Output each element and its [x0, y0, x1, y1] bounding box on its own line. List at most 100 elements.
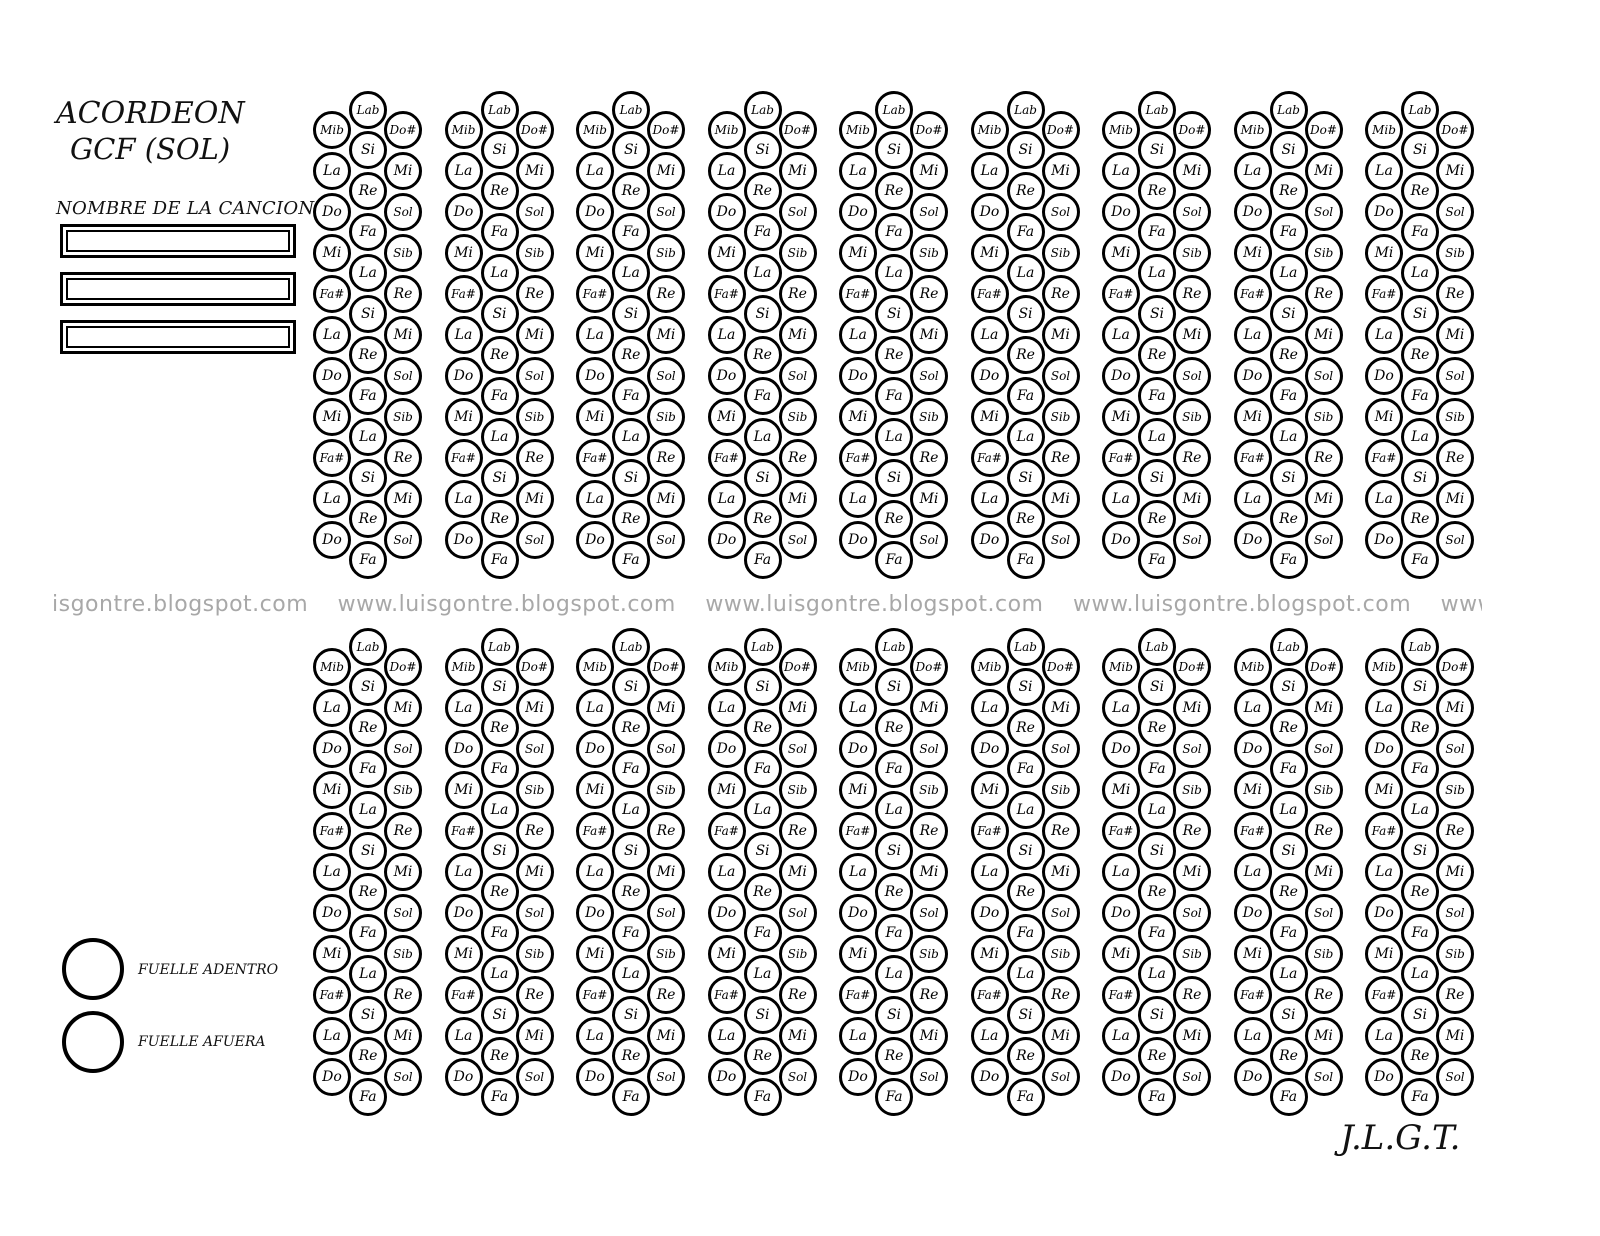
button-do[interactable]: Do [707, 357, 746, 395]
button-re[interactable]: Re [778, 275, 817, 313]
button-la[interactable]: La [1365, 689, 1403, 727]
button-fa[interactable]: Fa [612, 914, 650, 952]
button-do[interactable]: Do [1233, 1058, 1272, 1096]
button-la[interactable]: La [875, 418, 913, 456]
button-mib[interactable]: Mib [444, 648, 483, 686]
button-sol[interactable]: Sol [910, 730, 948, 768]
button-mi[interactable]: Mi [1436, 152, 1474, 190]
button-re[interactable]: Re [910, 439, 948, 477]
button-sol[interactable]: Sol [384, 193, 422, 231]
button-mi[interactable]: Mi [1304, 316, 1343, 354]
button-do[interactable]: Do [313, 894, 351, 932]
button-sol[interactable]: Sol [647, 1058, 685, 1096]
button-sib[interactable]: Sib [1041, 935, 1080, 973]
button-sol[interactable]: Sol [778, 1058, 817, 1096]
button-fa[interactable]: Fa [612, 750, 650, 788]
button-fa[interactable]: Fa [875, 914, 913, 952]
button-sib[interactable]: Sib [778, 234, 817, 272]
button-sol[interactable]: Sol [778, 357, 817, 395]
button-fa[interactable]: Fa [875, 750, 913, 788]
button-sol[interactable]: Sol [1304, 193, 1343, 231]
button-mi[interactable]: Mi [778, 1017, 817, 1055]
button-mi[interactable]: Mi [1041, 152, 1080, 190]
button-re[interactable]: Re [349, 336, 387, 374]
button-si[interactable]: Si [1006, 832, 1045, 870]
button-re[interactable]: Re [647, 976, 685, 1014]
button-fa-sharp[interactable]: Fa# [313, 439, 351, 477]
button-do-sharp[interactable]: Do# [778, 648, 817, 686]
button-fa-sharp[interactable]: Fa# [839, 275, 877, 313]
button-fa[interactable]: Fa [612, 541, 650, 579]
button-sib[interactable]: Sib [384, 234, 422, 272]
button-lab[interactable]: Lab [743, 628, 782, 666]
button-sol[interactable]: Sol [1041, 357, 1080, 395]
button-lab[interactable]: Lab [875, 628, 913, 666]
button-re[interactable]: Re [515, 275, 554, 313]
button-re[interactable]: Re [1304, 275, 1343, 313]
button-lab[interactable]: Lab [1006, 628, 1045, 666]
button-re[interactable]: Re [384, 439, 422, 477]
button-la[interactable]: La [1233, 853, 1272, 891]
button-sib[interactable]: Sib [647, 935, 685, 973]
button-sol[interactable]: Sol [1173, 193, 1211, 231]
button-mi[interactable]: Mi [839, 771, 877, 809]
button-la[interactable]: La [1006, 418, 1045, 456]
button-mib[interactable]: Mib [839, 111, 877, 149]
button-la[interactable]: La [444, 1017, 483, 1055]
button-mi[interactable]: Mi [839, 398, 877, 436]
button-mi[interactable]: Mi [1041, 1017, 1080, 1055]
button-sib[interactable]: Sib [515, 771, 554, 809]
button-la[interactable]: La [839, 853, 877, 891]
button-fa[interactable]: Fa [1006, 1078, 1045, 1116]
button-la[interactable]: La [707, 853, 746, 891]
button-sol[interactable]: Sol [1304, 894, 1343, 932]
button-do[interactable]: Do [313, 521, 351, 559]
button-sol[interactable]: Sol [384, 894, 422, 932]
button-re[interactable]: Re [1041, 812, 1080, 850]
button-la[interactable]: La [1006, 791, 1045, 829]
button-do[interactable]: Do [839, 894, 877, 932]
button-fa[interactable]: Fa [480, 914, 519, 952]
button-mi[interactable]: Mi [1173, 1017, 1211, 1055]
button-mi[interactable]: Mi [1173, 316, 1211, 354]
button-si[interactable]: Si [1269, 295, 1308, 333]
button-sib[interactable]: Sib [384, 771, 422, 809]
button-si[interactable]: Si [480, 295, 519, 333]
button-do[interactable]: Do [1365, 357, 1403, 395]
button-re[interactable]: Re [1006, 873, 1045, 911]
button-re[interactable]: Re [1401, 873, 1439, 911]
button-si[interactable]: Si [1401, 295, 1439, 333]
button-fa[interactable]: Fa [743, 914, 782, 952]
button-fa[interactable]: Fa [1138, 914, 1176, 952]
button-la[interactable]: La [707, 1017, 746, 1055]
button-fa-sharp[interactable]: Fa# [970, 439, 1009, 477]
button-sol[interactable]: Sol [778, 521, 817, 559]
button-la[interactable]: La [480, 955, 519, 993]
button-si[interactable]: Si [743, 295, 782, 333]
button-si[interactable]: Si [875, 668, 913, 706]
button-la[interactable]: La [444, 480, 483, 518]
button-la[interactable]: La [1233, 480, 1272, 518]
button-sol[interactable]: Sol [515, 521, 554, 559]
button-do[interactable]: Do [444, 193, 483, 231]
button-do[interactable]: Do [444, 521, 483, 559]
button-fa[interactable]: Fa [1269, 213, 1308, 251]
button-la[interactable]: La [313, 1017, 351, 1055]
button-sol[interactable]: Sol [1436, 193, 1474, 231]
button-sib[interactable]: Sib [384, 398, 422, 436]
button-si[interactable]: Si [1269, 459, 1308, 497]
button-re[interactable]: Re [1304, 976, 1343, 1014]
button-la[interactable]: La [1006, 254, 1045, 292]
button-la[interactable]: La [1233, 152, 1272, 190]
button-mi[interactable]: Mi [444, 935, 483, 973]
button-mi[interactable]: Mi [515, 1017, 554, 1055]
button-do[interactable]: Do [1102, 730, 1140, 768]
button-si[interactable]: Si [1401, 996, 1439, 1034]
button-mi[interactable]: Mi [1173, 480, 1211, 518]
button-mi[interactable]: Mi [313, 771, 351, 809]
button-la[interactable]: La [743, 955, 782, 993]
button-mi[interactable]: Mi [1041, 480, 1080, 518]
button-do[interactable]: Do [1365, 193, 1403, 231]
button-re[interactable]: Re [384, 275, 422, 313]
button-fa-sharp[interactable]: Fa# [1233, 812, 1272, 850]
